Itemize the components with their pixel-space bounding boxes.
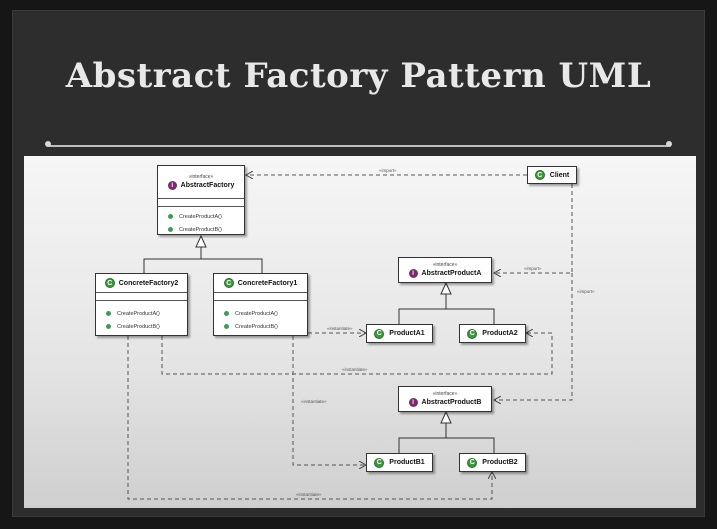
class-icon: C xyxy=(374,328,385,339)
public-method-icon xyxy=(224,324,229,329)
edge-label-import: «import» xyxy=(379,168,397,173)
public-method-icon xyxy=(106,311,111,316)
method-name: CreateProductA() xyxy=(235,310,278,317)
edge-cf2-productb2 xyxy=(127,336,492,500)
interface-icon: I xyxy=(408,269,418,278)
class-icon: C xyxy=(223,278,234,288)
method-row: CreateProductA() xyxy=(214,307,307,320)
class-concrete-factory-1[interactable]: C ConcreteFactory1 CreateProductA() Crea… xyxy=(213,273,308,336)
interface-icon: I xyxy=(408,398,418,407)
class-name: AbstractProductA xyxy=(421,270,482,277)
class-header: C ConcreteFactory2 xyxy=(96,274,187,293)
class-product-a1[interactable]: C ProductA1 xyxy=(366,324,433,343)
stereotype-label: «interface» xyxy=(432,262,458,268)
inheritance-product-b xyxy=(398,423,495,453)
public-method-icon xyxy=(106,324,111,329)
public-method-icon xyxy=(224,311,229,316)
method-name: CreateProductB() xyxy=(117,323,160,330)
class-icon: C xyxy=(374,457,385,468)
class-abstract-factory[interactable]: «interface» I AbstractFactory CreateProd… xyxy=(157,165,245,235)
edge-cf2-producta2 xyxy=(161,333,553,375)
class-name: Client xyxy=(549,171,570,179)
attributes-compartment xyxy=(158,199,244,207)
inheritance-product-a-triangle xyxy=(440,281,452,295)
class-icon: C xyxy=(104,278,115,288)
edge-label-import: «import» xyxy=(524,266,542,271)
divider-left-dot xyxy=(45,141,51,147)
attributes-compartment xyxy=(214,293,307,301)
inheritance-factory xyxy=(143,247,263,276)
class-name: ProductB2 xyxy=(482,459,518,466)
class-name: ConcreteFactory2 xyxy=(118,279,179,287)
class-product-a2[interactable]: C ProductA2 xyxy=(459,324,526,343)
class-name: AbstractFactory xyxy=(180,182,235,189)
edge-label-instantiate: «instantiate» xyxy=(296,492,322,497)
class-product-b1[interactable]: C ProductB1 xyxy=(366,453,433,472)
method-name: CreateProductB() xyxy=(179,226,222,233)
method-name: CreateProductA() xyxy=(117,310,160,317)
uml-diagram: «import» «import» «import» «instantiate»… xyxy=(24,156,696,508)
method-row: CreateProductB() xyxy=(158,223,244,236)
inheritance-product-b-triangle xyxy=(440,410,452,424)
inheritance-factory-triangle xyxy=(195,234,207,248)
stereotype-label: «interface» xyxy=(188,174,214,180)
method-name: CreateProductB() xyxy=(235,323,278,330)
class-icon: C xyxy=(467,328,478,339)
edge-client-abstractproducta xyxy=(494,184,573,273)
inheritance-product-a xyxy=(398,294,495,326)
class-name: ProductB1 xyxy=(389,459,425,466)
method-name: CreateProductA() xyxy=(179,213,222,220)
edge-label-instantiate: «instantiate» xyxy=(301,399,327,404)
class-abstract-product-b[interactable]: «interface» I AbstractProductB xyxy=(398,386,492,412)
edge-client-abstractproductb xyxy=(494,273,573,400)
edge-label-instantiate: «instantiate» xyxy=(327,326,353,331)
slide-title: Abstract Factory Pattern UML xyxy=(65,56,652,96)
class-name: AbstractProductB xyxy=(421,399,482,406)
public-method-icon xyxy=(168,214,173,219)
class-name: ProductA1 xyxy=(389,330,425,337)
class-icon: C xyxy=(467,457,478,468)
method-row: CreateProductA() xyxy=(158,210,244,223)
edge-label-instantiate: «instantiate» xyxy=(342,367,368,372)
public-method-icon xyxy=(168,227,173,232)
class-header: «interface» I AbstractFactory xyxy=(158,166,244,199)
edge-label-import: «import» xyxy=(577,289,595,294)
class-abstract-product-a[interactable]: «interface» I AbstractProductA xyxy=(398,257,492,283)
uml-connectors xyxy=(127,156,573,500)
class-name: ConcreteFactory1 xyxy=(237,279,298,287)
method-row: CreateProductA() xyxy=(96,307,187,320)
class-header: C ConcreteFactory1 xyxy=(214,274,307,293)
class-concrete-factory-2[interactable]: C ConcreteFactory2 CreateProductA() Crea… xyxy=(95,273,188,336)
interface-icon: I xyxy=(167,181,177,190)
class-product-b2[interactable]: C ProductB2 xyxy=(459,453,526,472)
title-divider xyxy=(48,145,668,147)
method-row: CreateProductB() xyxy=(96,320,187,333)
method-row: CreateProductB() xyxy=(214,320,307,333)
stereotype-label: «interface» xyxy=(432,391,458,397)
attributes-compartment xyxy=(96,293,187,301)
class-client[interactable]: C Client xyxy=(527,166,577,184)
divider-right-dot xyxy=(666,141,672,147)
edge-cf1-productb1 xyxy=(292,336,366,465)
class-icon: C xyxy=(534,170,545,180)
class-name: ProductA2 xyxy=(482,330,518,337)
